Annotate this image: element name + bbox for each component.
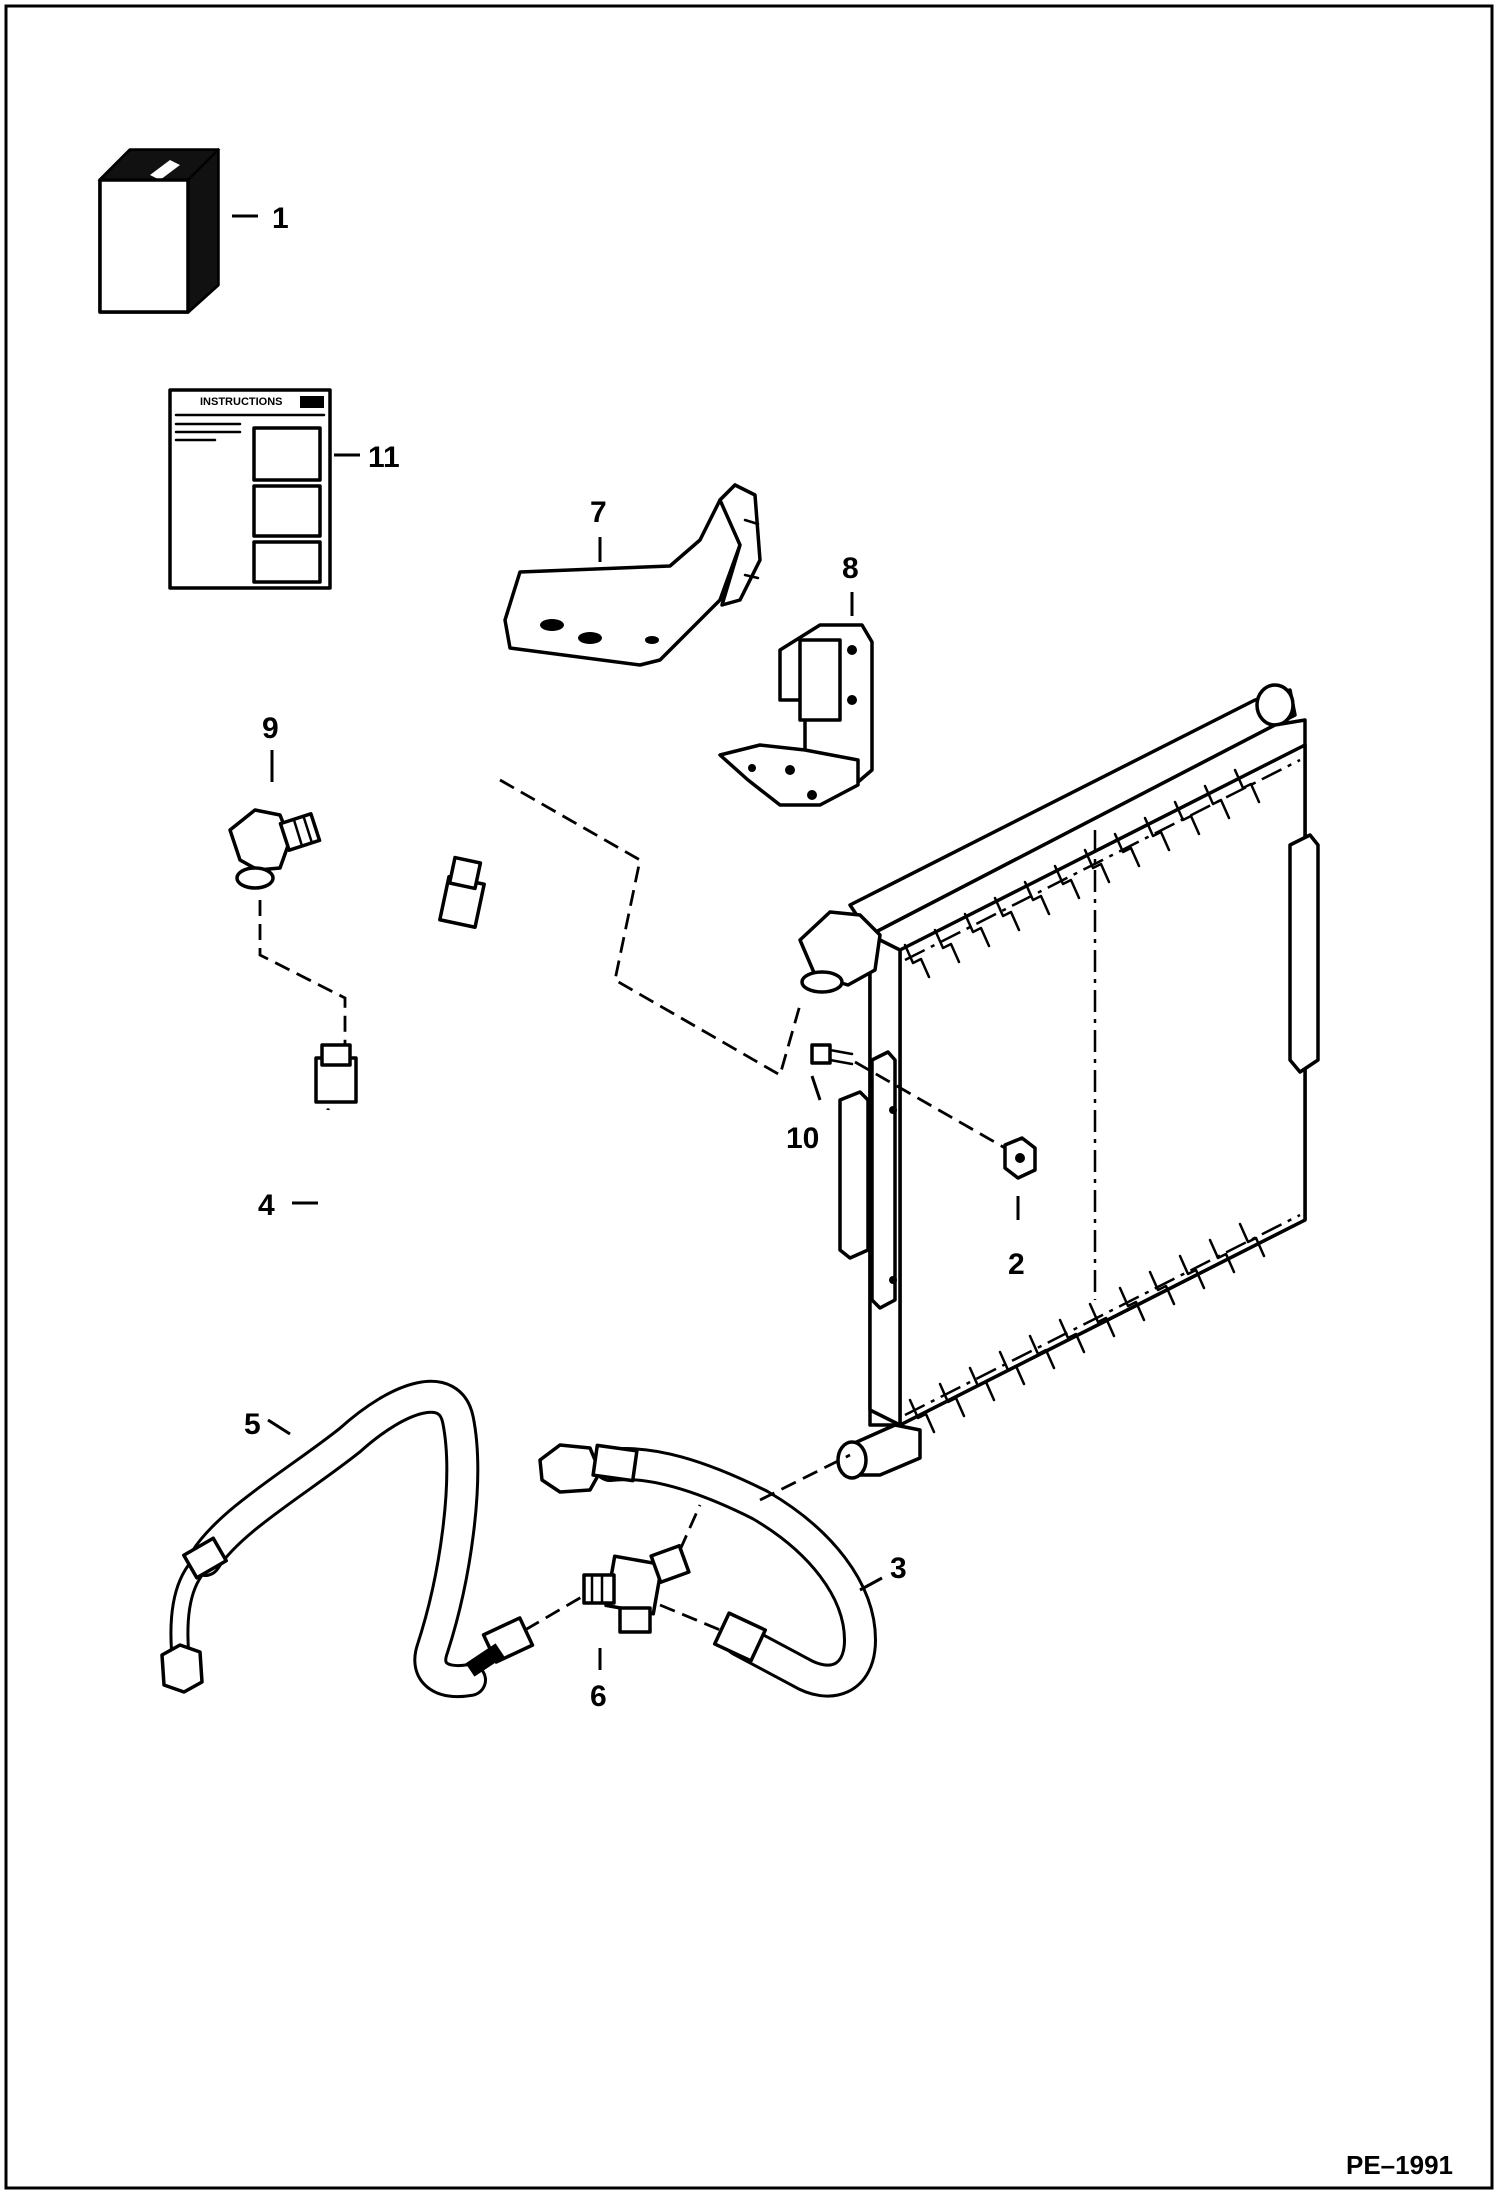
connection-line-3-to-cooler: [759, 1453, 851, 1502]
connection-line-10-to-2: [854, 1060, 1006, 1150]
instruction-sheet-title: INSTRUCTIONS: [200, 396, 283, 408]
page-border: [4, 4, 1494, 2190]
part-5-hose: [160, 1379, 535, 1699]
part-2-nut-clip: [1003, 1136, 1037, 1180]
figure-code: PE–1991: [1346, 2150, 1453, 2180]
part-3-hose: [538, 1443, 878, 1698]
callout-6: 6: [590, 1680, 607, 1713]
connection-line-6-up: [678, 1504, 702, 1551]
part-11-instruction-sheet: INSTRUCTIONS: [168, 388, 332, 590]
part-8-bracket: [718, 623, 874, 807]
part-7-bracket: [503, 483, 762, 667]
callout-7: 7: [590, 496, 607, 529]
callout-3: 3: [890, 1552, 907, 1585]
callout-10: 10: [786, 1122, 819, 1155]
connection-line-6-to-3: [659, 1603, 726, 1634]
callout-1: 1: [272, 202, 289, 235]
callout-2: 2: [1008, 1248, 1025, 1281]
connection-line-5-to-6: [524, 1593, 586, 1632]
callout-11: 11: [368, 441, 400, 474]
callout-4: 4: [258, 1189, 275, 1222]
oil-cooler: [798, 683, 1320, 1480]
part-9-elbow-fitting: [228, 808, 322, 890]
connection-line-4-to-cooler: [499, 778, 802, 1078]
part-6-tee-fitting: [582, 1543, 691, 1634]
callout-9: 9: [262, 712, 279, 745]
part-4-hose: [307, 855, 486, 1312]
callout-8: 8: [842, 552, 859, 585]
part-1-decal-box: [97, 147, 221, 315]
callout-5: 5: [244, 1408, 261, 1441]
connection-line-9-to-4: [258, 900, 347, 1045]
part-10-bolt: [810, 1043, 854, 1066]
